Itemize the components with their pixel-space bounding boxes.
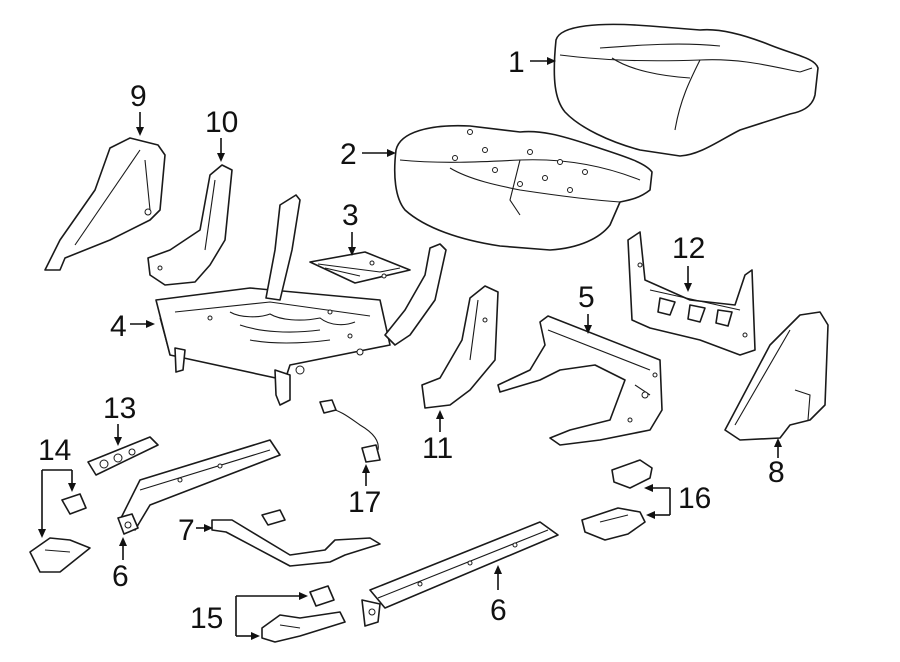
callout-2: 2 bbox=[340, 138, 357, 171]
part-11-inner-trim bbox=[421, 285, 499, 409]
part-15-track-covers bbox=[261, 585, 346, 643]
callout-6-left: 6 bbox=[112, 560, 129, 593]
part-13-switch-bezel bbox=[87, 436, 159, 476]
callout-13: 13 bbox=[103, 392, 136, 425]
callout-15: 15 bbox=[190, 602, 223, 635]
part-4-seat-frame bbox=[155, 194, 447, 406]
arrowhead-14a bbox=[38, 529, 46, 538]
callout-8: 8 bbox=[768, 456, 785, 489]
arrowhead-13 bbox=[114, 437, 122, 446]
part-6-right-track bbox=[361, 521, 559, 627]
arrowhead-8 bbox=[774, 438, 782, 447]
arrowhead-12 bbox=[684, 283, 692, 292]
callout-11: 11 bbox=[422, 432, 453, 465]
arrowhead-6-left bbox=[119, 537, 127, 546]
part-3-mat bbox=[309, 251, 411, 284]
part-1-cushion-cover bbox=[553, 23, 819, 157]
arrowhead-10 bbox=[217, 153, 225, 162]
part-2-cushion-pad bbox=[393, 124, 653, 251]
arrowhead-16a bbox=[644, 484, 653, 492]
part-12-rear-bracket bbox=[627, 231, 756, 356]
part-5-bracket bbox=[497, 315, 663, 446]
callout-4: 4 bbox=[110, 310, 127, 343]
part-9-side-shield bbox=[44, 137, 166, 271]
callout-7: 7 bbox=[178, 514, 195, 547]
arrowhead-3 bbox=[348, 247, 356, 256]
callout-1: 1 bbox=[508, 46, 525, 79]
callout-14: 14 bbox=[38, 434, 71, 467]
arrowhead-7 bbox=[204, 524, 213, 532]
arrowhead-6-right bbox=[494, 565, 502, 574]
part-16-latch-covers bbox=[581, 459, 653, 541]
part-10-inner-trim bbox=[147, 164, 233, 286]
callout-17: 17 bbox=[348, 486, 381, 519]
arrowhead-1 bbox=[547, 57, 556, 65]
arrowhead-5 bbox=[584, 325, 592, 334]
arrowhead-15b bbox=[251, 632, 260, 640]
arrowhead-15a bbox=[299, 592, 308, 600]
arrowhead-2 bbox=[387, 149, 396, 157]
arrowhead-17 bbox=[362, 464, 370, 473]
arrowhead-11 bbox=[436, 410, 444, 419]
callout-10: 10 bbox=[205, 106, 238, 139]
arrowhead-16b bbox=[646, 511, 655, 519]
part-6-left-track bbox=[117, 439, 281, 535]
part-14-track-covers bbox=[29, 493, 91, 573]
part-8-side-shield bbox=[724, 311, 829, 441]
callout-9: 9 bbox=[130, 80, 147, 113]
callout-6-right: 6 bbox=[490, 594, 507, 627]
callout-5: 5 bbox=[578, 281, 595, 314]
part-7-link-rod bbox=[211, 509, 381, 567]
arrowhead-9 bbox=[136, 127, 144, 136]
callout-16: 16 bbox=[678, 482, 711, 515]
part-17-wire-harness bbox=[319, 399, 381, 463]
arrowhead-4 bbox=[146, 320, 155, 328]
callout-12: 12 bbox=[672, 232, 705, 265]
callout-3: 3 bbox=[342, 199, 359, 232]
arrowhead-14b bbox=[68, 483, 76, 492]
